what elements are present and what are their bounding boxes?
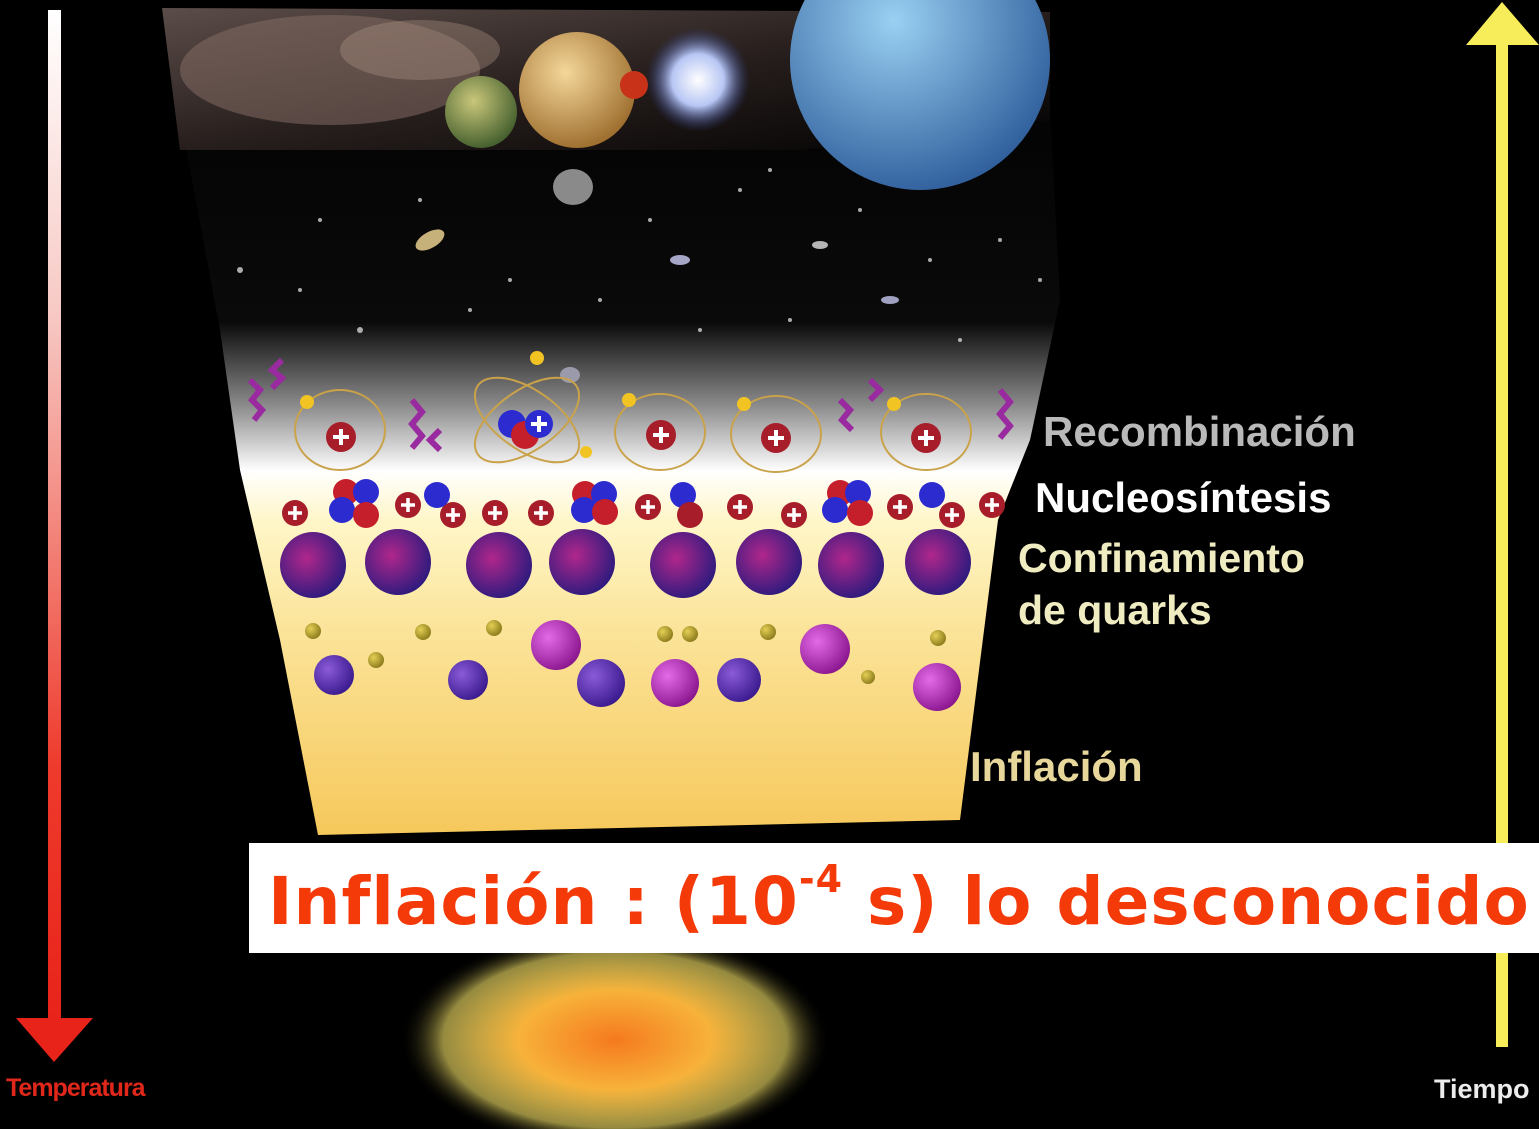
era-label-quark-confinement: Confinamiento de quarks <box>1018 532 1305 636</box>
time-axis-label: Tiempo <box>1434 1074 1530 1104</box>
galaxy <box>415 229 445 251</box>
banner-exponent: -4 <box>798 857 844 901</box>
red-star <box>620 71 648 99</box>
saturn-planet <box>519 32 635 148</box>
temperature-axis-label: Temperatura <box>6 1074 146 1102</box>
galaxy <box>881 296 899 304</box>
banner-title: Inflación : (10-4 s) lo desconocido <box>268 857 1530 940</box>
quark-confinement-hadrons <box>280 529 971 598</box>
nucleosynthesis-nuclei <box>282 479 1005 528</box>
recombination-atoms <box>247 351 1014 473</box>
big-bang-glow <box>400 930 830 1129</box>
time-arrow <box>1466 2 1539 1047</box>
banner-text-start: Inflación : (10 <box>268 863 799 940</box>
era-label-inflation: Inflación <box>970 743 1143 790</box>
temperature-arrow <box>16 10 93 1062</box>
era-label-nucleosynthesis: Nucleosíntesis <box>1035 474 1332 521</box>
galaxy <box>670 255 690 265</box>
quark-particles <box>305 620 961 711</box>
title-banner <box>249 843 1539 953</box>
era-label-recombination: Recombinación <box>1043 408 1356 455</box>
era-label-quark-confinement-line2: de quarks <box>1018 587 1212 633</box>
galaxy <box>812 241 828 249</box>
banner-text-end: s) lo desconocido <box>843 863 1530 940</box>
white-star <box>646 28 750 132</box>
green-planet <box>445 76 517 148</box>
era-label-quark-confinement-line1: Confinamiento <box>1018 535 1305 581</box>
neptune-planet <box>790 0 1050 190</box>
galaxies-band <box>162 0 1050 383</box>
galaxy <box>553 169 593 205</box>
